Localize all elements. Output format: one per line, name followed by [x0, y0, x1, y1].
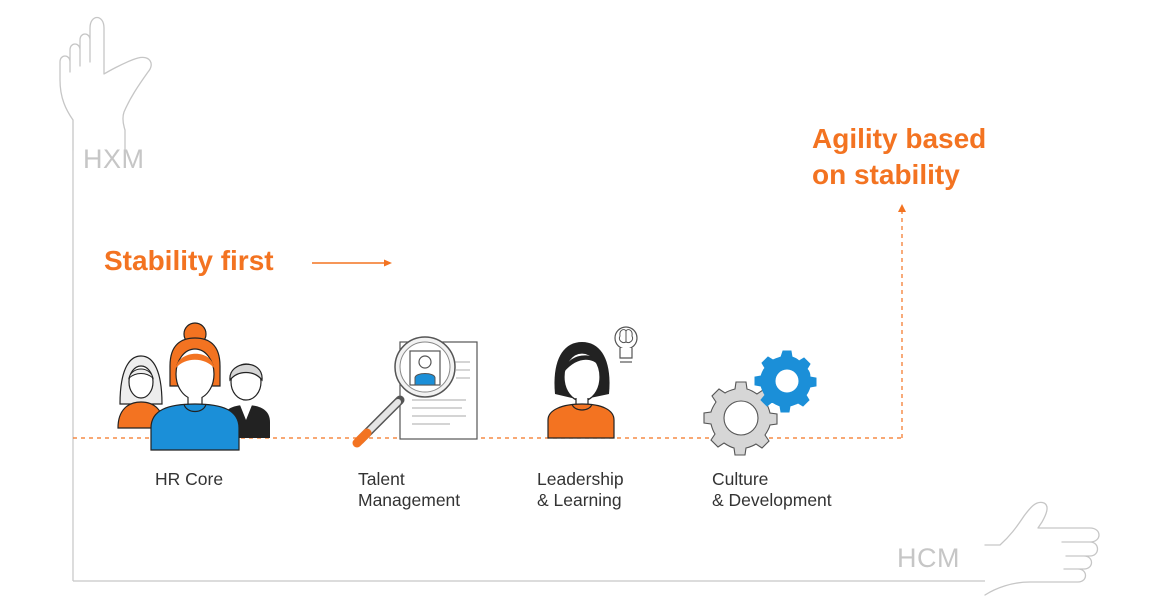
- agility-headline-line2: on stability: [812, 159, 960, 190]
- hand-pointing-up-icon: [59, 16, 152, 151]
- magnified-resume-icon: [352, 336, 478, 448]
- stage-label-culture-development: Culture & Development: [712, 469, 832, 510]
- stage-label-leadership-learning: Leadership & Learning: [537, 469, 624, 510]
- agility-headline-line1: Agility based: [812, 123, 987, 154]
- people-group-icon: [117, 322, 270, 451]
- stage-label-hr-core: HR Core: [155, 469, 224, 489]
- y-axis-label: HXM: [83, 144, 145, 174]
- stability-first-headline: Stability first: [104, 245, 274, 276]
- stability-arrowhead: [384, 259, 392, 267]
- gears-icon: [703, 350, 817, 456]
- rising-arrowhead: [898, 204, 906, 212]
- hand-pointing-right-icon: [984, 501, 1100, 596]
- stage-label-talent-management: Talent Management: [358, 469, 461, 510]
- woman-with-brain-idea-icon: [547, 326, 638, 439]
- agility-headline: Agility based on stability: [812, 121, 986, 193]
- x-axis-label: HCM: [897, 543, 960, 573]
